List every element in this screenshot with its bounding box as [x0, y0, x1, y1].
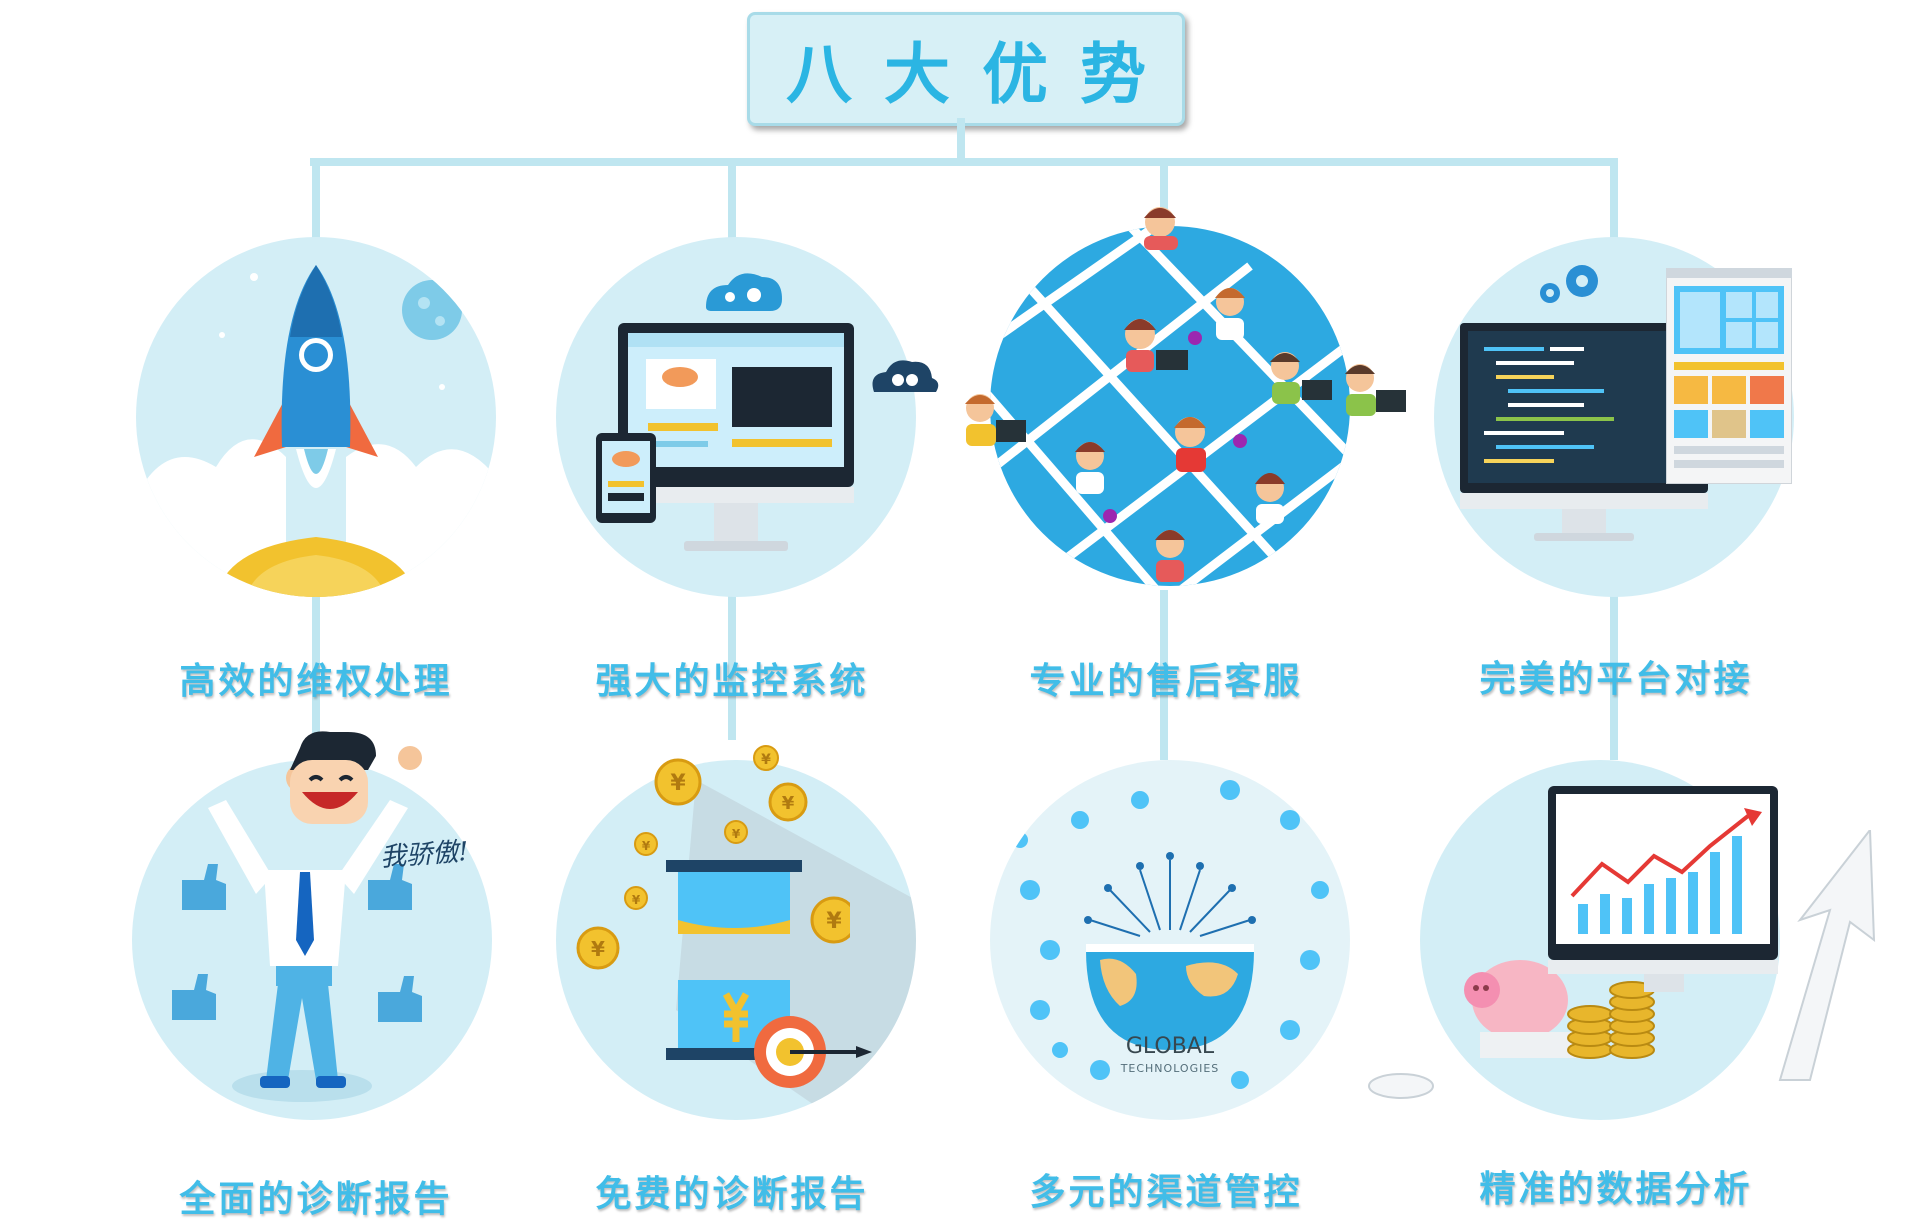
feature-circle-5 — [132, 760, 492, 1120]
feature-label-4: 完美的平台对接 — [1479, 659, 1753, 700]
feature-label-2: 强大的监控系统 — [595, 661, 869, 702]
cloud-users-icon — [872, 360, 939, 392]
feature-circle-2 — [556, 237, 916, 597]
connector-horizontal — [310, 158, 1616, 166]
connector-3 — [1160, 158, 1168, 238]
connector-down-3 — [1160, 590, 1168, 760]
piggy-bank-icon — [1464, 960, 1655, 1059]
feature-label-5: 全面的诊断报告 — [179, 1179, 453, 1220]
connector-4 — [1610, 158, 1618, 238]
agent-head-icon — [1144, 207, 1178, 250]
connector-1 — [312, 158, 320, 238]
proud-speech: 我骄傲! — [379, 836, 470, 874]
globe-text: GLOBAL — [1125, 1034, 1215, 1059]
agent-left-icon — [965, 394, 1026, 446]
feature-circle-1 — [136, 237, 496, 597]
monitor-icon — [596, 273, 854, 551]
feature-label-6: 免费的诊断报告 — [595, 1174, 869, 1215]
feature-circle-7 — [990, 760, 1350, 1120]
connector-down-4 — [1610, 590, 1618, 760]
rocket-icon — [136, 265, 496, 597]
man-head-icon — [286, 731, 422, 824]
feature-label-1: 高效的维权处理 — [179, 661, 453, 702]
title-box: 八大优势 — [747, 12, 1185, 126]
globe-subtext: TECHNOLOGIES — [1120, 1062, 1220, 1075]
svg-text:¥: ¥ — [642, 839, 651, 853]
svg-text:¥: ¥ — [761, 752, 771, 768]
connector-trunk — [957, 118, 965, 160]
feature-circle-3 — [990, 226, 1350, 586]
svg-text:¥: ¥ — [670, 771, 686, 796]
data-chart-icon — [1548, 786, 1778, 992]
svg-text:¥: ¥ — [782, 793, 795, 814]
growth-arrow-icon — [1778, 830, 1876, 1081]
mouse-icon — [1368, 1073, 1434, 1099]
platform-icon — [1460, 265, 1708, 541]
proud-man-icon — [172, 800, 422, 1102]
connector-down-1 — [312, 590, 320, 740]
feature-label-8: 精准的数据分析 — [1479, 1169, 1753, 1210]
coins-icon: ¥ ¥ ¥ ¥ ¥ ¥ ¥ ¥ — [576, 745, 850, 970]
agent-right-icon — [1345, 364, 1406, 416]
hourglass-coins-icon — [666, 780, 916, 1120]
feature-label-3: 专业的售后客服 — [1029, 661, 1303, 702]
svg-text:¥: ¥ — [732, 827, 741, 841]
website-panel-icon — [1666, 268, 1792, 484]
svg-text:¥: ¥ — [632, 893, 641, 907]
feature-label-7: 多元的渠道管控 — [1029, 1172, 1303, 1213]
svg-text:¥: ¥ — [591, 937, 605, 961]
globe-network-icon — [1012, 780, 1329, 1089]
svg-text:¥: ¥ — [826, 909, 842, 934]
customer-service-icon — [990, 226, 1350, 586]
page-title: 八大优势 — [786, 36, 1178, 113]
connector-down-2 — [728, 590, 736, 740]
connector-2 — [728, 158, 736, 238]
